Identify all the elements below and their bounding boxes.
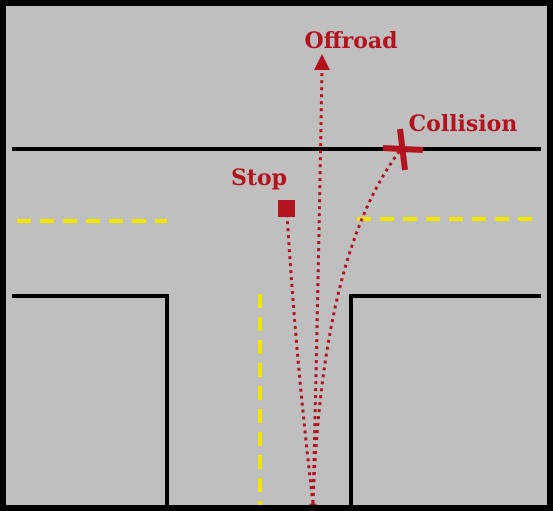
stop-label: Stop bbox=[231, 165, 287, 191]
road-surface bbox=[5, 5, 547, 505]
stop-square-icon bbox=[278, 200, 295, 217]
offroad-arrowhead-icon bbox=[314, 54, 330, 70]
trajectories bbox=[285, 67, 404, 504]
lane-markings bbox=[17, 217, 541, 505]
collision-cross-icon bbox=[382, 128, 424, 171]
left-lower-block-edge bbox=[12, 294, 169, 505]
road-edges bbox=[12, 147, 541, 505]
stop-trajectory bbox=[285, 213, 315, 504]
offroad-trajectory bbox=[311, 67, 324, 504]
collision-label: Collision bbox=[409, 111, 518, 137]
offroad-label: Offroad bbox=[304, 28, 397, 54]
collision-trajectory bbox=[311, 147, 404, 504]
right-lower-block-edge bbox=[349, 294, 541, 505]
